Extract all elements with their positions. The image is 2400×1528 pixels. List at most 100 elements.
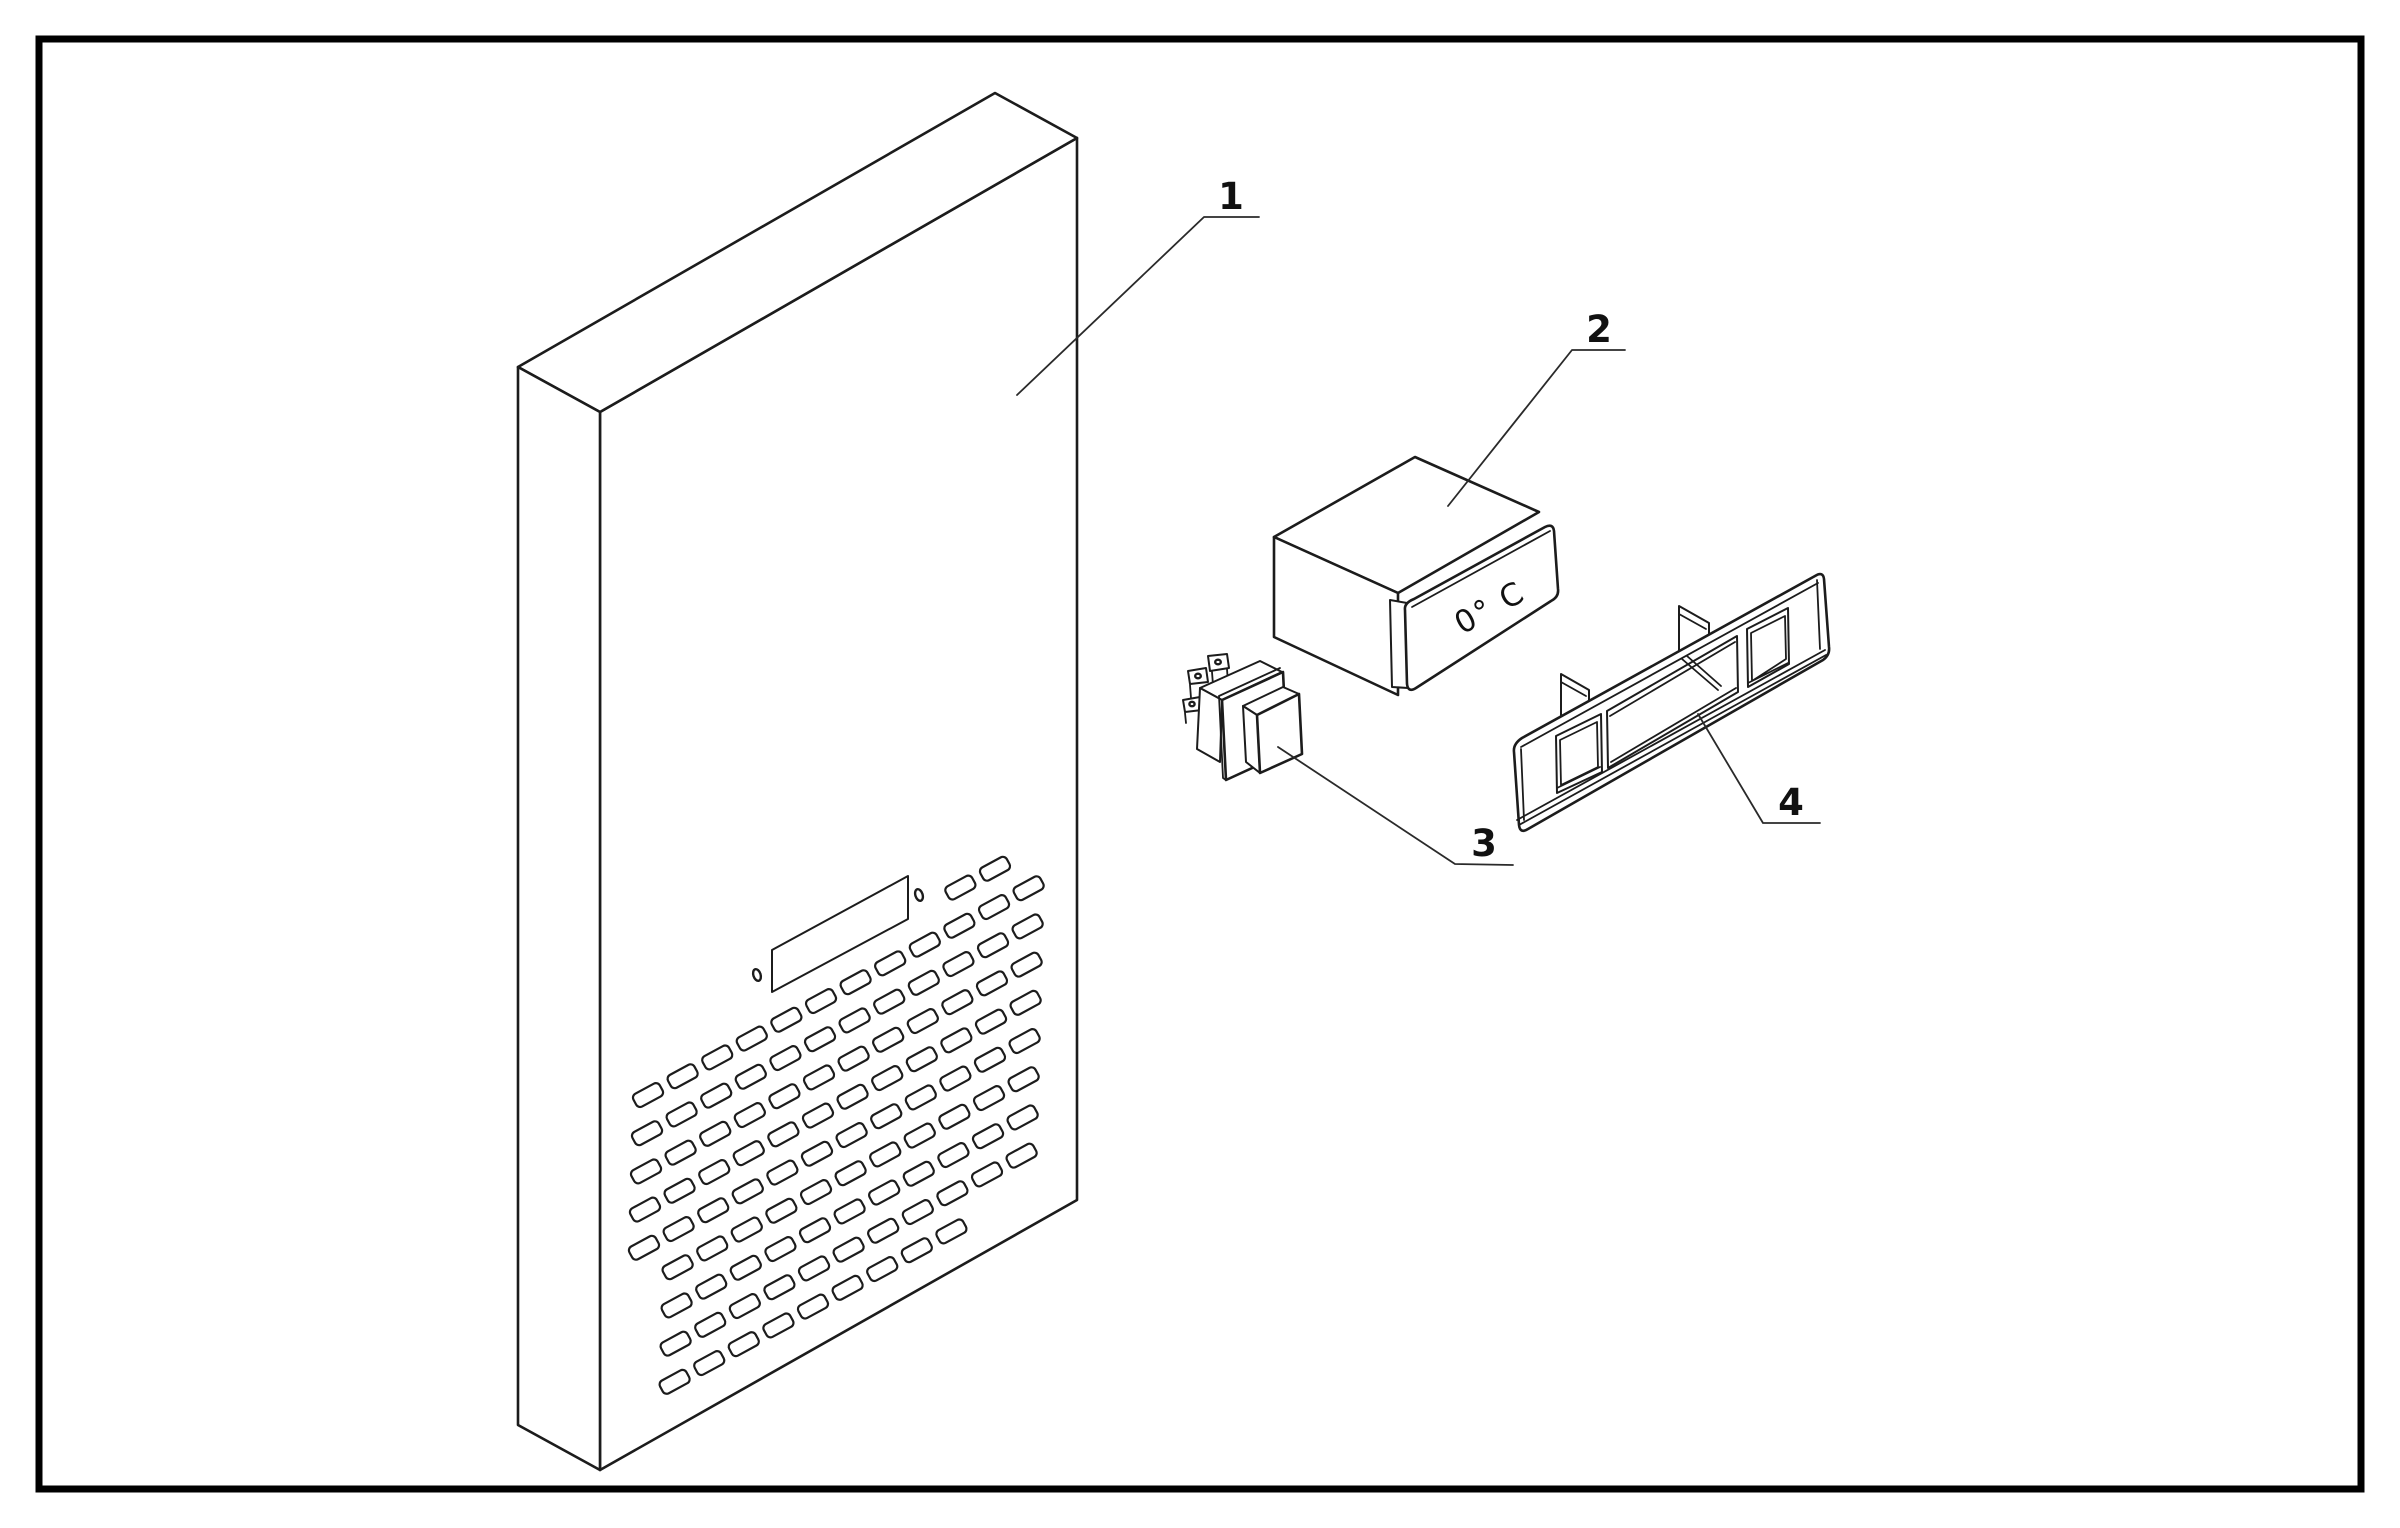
vent-slot [834,1160,867,1187]
vent-slot [698,1159,731,1186]
vent-slot [978,855,1012,882]
vent-slot [665,1101,698,1128]
vent-slot [800,1140,834,1167]
vent-slot [767,1121,800,1148]
vent-slot [973,1046,1007,1073]
vent-slot [666,1063,699,1090]
vent-slot [907,969,940,996]
vent-slot [869,1141,902,1168]
panel-cutout [771,875,909,993]
vent-slot [695,1273,728,1300]
frame-central-opening-inner [1609,641,1737,763]
leader-line-1 [1016,216,1260,396]
leader-line-2 [1447,349,1626,507]
vent-slot [804,988,838,1015]
vent-slot [940,1027,973,1054]
vent-slot [768,1083,801,1110]
frame-clip-center-edge [1678,613,1707,630]
vent-slot [628,1196,662,1223]
frame-left-window [1555,713,1603,794]
vent-slot [902,1160,935,1187]
vent-slot [1010,951,1043,978]
vent-slot [901,1199,934,1226]
vent-slot [974,1008,1008,1035]
callout-3: 3 [1471,822,1497,865]
leader-line-4 [1697,713,1821,824]
vent-slot [627,1234,661,1261]
vent-slot [972,1085,1006,1112]
vent-slot [764,1236,797,1263]
vent-slot [1012,875,1045,902]
mounting-frame [1512,572,1831,833]
vent-slot [870,1103,903,1130]
panel-screw-hole-left [751,967,763,983]
vent-slot [866,1256,899,1283]
vent-slot [872,1026,905,1053]
vent-slot [658,1368,691,1395]
vent-slot [1007,1066,1040,1093]
vent-slot [975,970,1009,997]
vent-slot [935,1218,968,1245]
vent-slot [697,1197,730,1224]
vent-slot [970,1161,1004,1188]
vent-slot [662,1216,695,1243]
vent-slot [661,1254,694,1281]
vent-slot [941,989,974,1016]
panel-side-face [516,365,602,1472]
vent-slot [904,1084,937,1111]
display-body-side [1272,535,1400,697]
vent-slot [663,1177,696,1204]
panel-screw-hole-right [913,887,925,903]
vent-slot [836,1083,869,1110]
leader-line-3 [1277,746,1514,866]
vent-slot [833,1198,866,1225]
callout-2: 2 [1586,308,1612,351]
vent-slot [971,1123,1005,1150]
vent-slot [868,1179,901,1206]
display-module: 0° C [1272,455,1560,697]
drawing-border [35,35,2365,1493]
vent-slot [763,1274,796,1301]
vent-slot [944,874,977,901]
vent-slot [942,951,975,978]
vent-slot [630,1120,664,1147]
frame-right-window-inner [1747,615,1789,684]
vent-slot [694,1311,727,1338]
vent-slot [728,1293,761,1320]
vent-slot [801,1102,835,1129]
vent-slot [1005,1142,1038,1169]
rocker-switch [1182,653,1304,782]
vent-slot [937,1142,970,1169]
callouts: 1 2 3 4 [1016,175,1821,866]
vent-slot [699,1120,732,1147]
vent-slot [1008,1028,1041,1055]
panel-vent-slots [627,855,1045,1395]
switch-terminal-hole [1193,672,1202,680]
vent-slot [796,1293,830,1320]
vent-slot [765,1197,798,1224]
switch-body-side [1196,687,1223,763]
vent-slot [938,1103,971,1130]
vent-slot [976,932,1010,959]
vent-slot [867,1217,900,1244]
vent-slot [835,1122,868,1149]
vent-slot [631,1082,665,1109]
callout-4: 4 [1778,781,1804,824]
switch-terminal-hole [1213,658,1222,666]
frame-edge-lines [1516,579,1827,826]
vent-slot [936,1180,969,1207]
vent-slot [766,1159,799,1186]
display-bezel-chamfer [1411,530,1551,608]
vent-slot [664,1139,697,1166]
vent-slot [838,1007,871,1034]
vent-slot [939,1065,972,1092]
vent-slot [659,1330,692,1357]
vent-slot [977,894,1011,921]
vent-slot [732,1140,765,1167]
vent-slot [1011,913,1044,940]
vent-slot [733,1102,766,1129]
frame-left-window-inner [1556,721,1601,789]
frame-clip-left-edge [1560,681,1587,697]
display-bezel-front [1403,524,1560,692]
vent-slot [660,1292,693,1319]
